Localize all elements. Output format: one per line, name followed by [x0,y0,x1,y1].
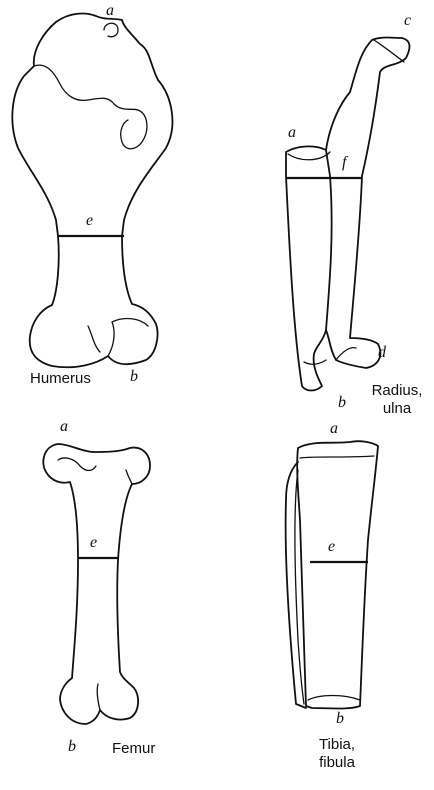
radius-ulna-caption-line1: Radius, [360,382,434,400]
humerus-drawing [12,14,172,368]
humerus-caption: Humerus [30,370,91,387]
humerus-epiphysis-line [34,65,147,149]
tibia-fibula-caption-line1: Tibia, [300,736,374,754]
femur-drawing [43,444,150,724]
femur-label-b: b [68,738,76,756]
tibia-outline [297,441,378,708]
tibia-distal-line [308,696,360,701]
femur-label-e: e [90,534,97,552]
tibia-fibula-label-b: b [336,710,344,728]
femur-condyle-divider [97,684,100,710]
humerus-outline [12,14,172,368]
radius-ulna-label-f: f [342,154,346,172]
ulna-distal-line [336,348,356,360]
radius-ulna-label-b: b [338,394,346,412]
femur-caption: Femur [112,740,155,757]
femur-trochanter-line [126,470,132,484]
humerus-condyle-divider [88,326,100,352]
humerus-condyle-lower [108,319,148,356]
humerus-label-e: e [86,212,93,230]
tibia-fibula-drawing [286,441,378,708]
radius-ulna-outline [286,146,332,390]
femur-outline [43,444,150,724]
tibia-fibula-caption: Tibia, fibula [300,736,374,772]
radius-ulna-caption-line2: ulna [360,400,434,418]
tibia-fibula-label-a: a [330,420,338,438]
tibia-fibula-caption-line2: fibula [300,754,374,772]
ulna-outline [326,38,409,369]
humerus-label-a: a [106,2,114,20]
radius-distal-line [304,360,326,364]
radius-ulna-label-a: a [288,124,296,142]
radius-ulna-caption: Radius, ulna [360,382,434,418]
ulna-olecranon-line [374,40,404,62]
femur-label-a: a [60,418,68,436]
humerus-label-b: b [130,368,138,386]
tibia-plateau-line [300,456,374,458]
radius-head-line [288,152,330,160]
radius-ulna-label-d: d [378,344,386,362]
radius-ulna-label-c: c [404,12,411,30]
femur-head-line [58,458,96,471]
radius-ulna-drawing [286,38,409,391]
humerus-head-notch [104,23,118,37]
tibia-fibula-label-e: e [328,538,335,556]
